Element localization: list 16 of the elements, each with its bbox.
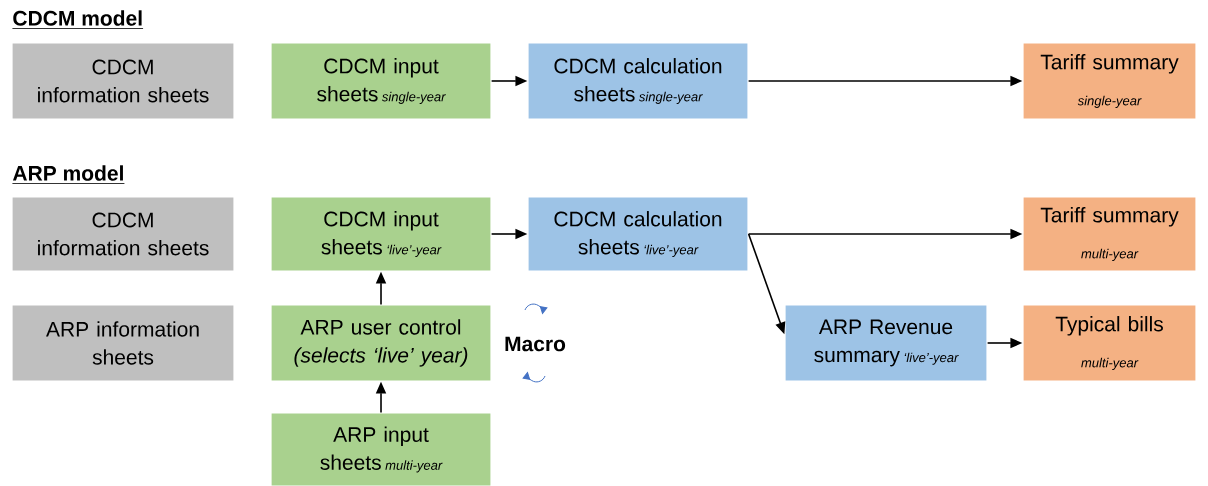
input-sheet-box: ARP input sheets multi-year <box>270 412 492 486</box>
input-sheet-box: CDCM input sheets single-year <box>270 42 492 120</box>
info-sheet-box: ARP information sheets <box>11 304 235 382</box>
macro-label: Macro <box>505 336 566 352</box>
input-sheet-box: CDCM input sheets ‘live’-year <box>270 196 492 272</box>
calculation-box: CDCM calculation sheets ‘live’-year <box>527 196 749 272</box>
calculation-box: ARP Revenue summary ‘live’-year <box>784 304 988 382</box>
section-heading: CDCM model <box>12 10 144 29</box>
input-sheet-box: ARP user control (selects ‘live’ year) <box>270 304 492 382</box>
output-box: Tariff summary single-year <box>1022 42 1197 120</box>
info-sheet-box: CDCM information sheets <box>11 42 235 120</box>
info-sheet-box: CDCM information sheets <box>11 196 235 272</box>
calculation-box: CDCM calculation sheets single-year <box>527 42 749 120</box>
output-box: Typical bills multi-year <box>1022 304 1197 382</box>
section-heading: ARP model <box>12 165 125 184</box>
output-box: Tariff summary multi-year <box>1022 196 1197 272</box>
